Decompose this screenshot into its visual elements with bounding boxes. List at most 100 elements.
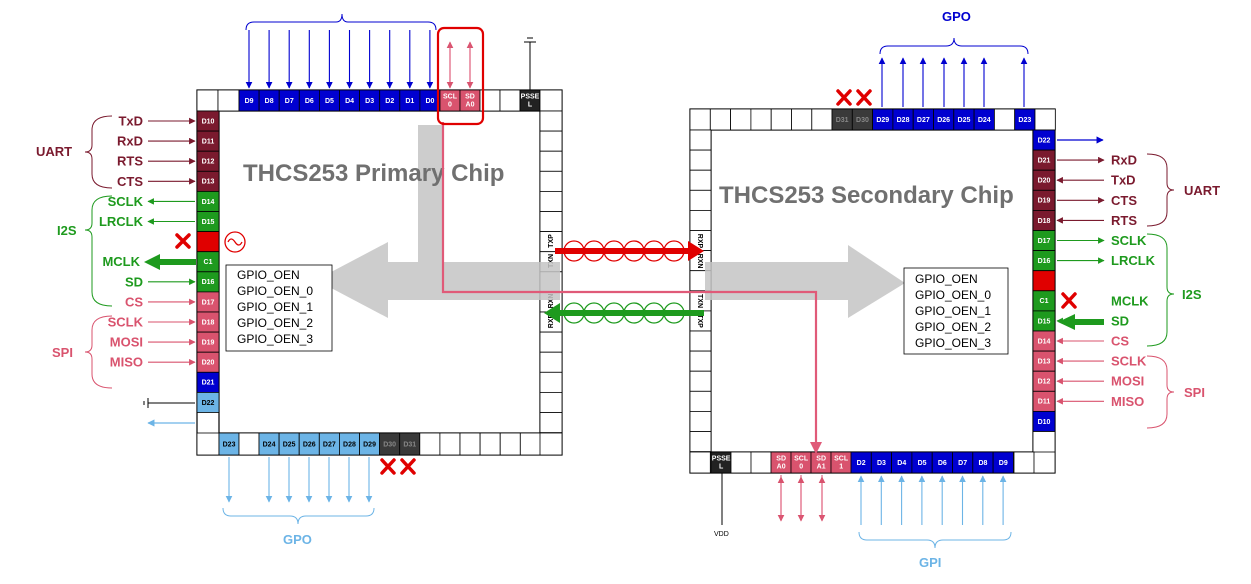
secondary-bottom-pin bbox=[750, 451, 772, 474]
pin-label: D23 bbox=[223, 441, 236, 448]
secondary-top-pin bbox=[730, 108, 752, 131]
pin-label: D4 bbox=[897, 460, 906, 467]
primary-bottom-pin bbox=[459, 432, 481, 456]
secondary-right-pin: D17 bbox=[1032, 230, 1056, 252]
secondary-gpi-label: GPI bbox=[919, 555, 941, 570]
pin-label: D10 bbox=[1038, 419, 1051, 426]
primary-bottom-pin bbox=[519, 432, 541, 456]
secondary-gpio-oen-item: GPIO_OEN bbox=[915, 272, 978, 286]
primary-right-pin bbox=[539, 351, 563, 373]
pin-label: D13 bbox=[1038, 358, 1051, 365]
pin-label: D21 bbox=[1038, 157, 1051, 164]
primary-psse-ground bbox=[524, 37, 536, 90]
pin-label: D22 bbox=[202, 400, 215, 407]
pin-label: L bbox=[528, 101, 533, 108]
pin-label: A0 bbox=[466, 101, 475, 108]
secondary-gpi-brace bbox=[858, 531, 1012, 549]
primary-gpio-oen-item: GPIO_OEN bbox=[237, 268, 300, 282]
pin-label: D7 bbox=[285, 98, 294, 105]
pin-label: D29 bbox=[363, 441, 376, 448]
pin-label: D24 bbox=[263, 441, 276, 448]
secondary-gray-arrow bbox=[705, 245, 905, 318]
secondary-bottom-pin: D4 bbox=[891, 451, 913, 474]
secondary-top-pin bbox=[770, 108, 792, 131]
i2c-highlight-box bbox=[436, 26, 485, 126]
pin-label: SCL bbox=[443, 93, 458, 100]
pin-label: D18 bbox=[202, 319, 215, 326]
primary-bottom-pin bbox=[439, 432, 461, 456]
pin-label: D14 bbox=[202, 199, 215, 206]
secondary-gpo-brace bbox=[879, 37, 1029, 55]
green-link-head bbox=[544, 303, 560, 323]
pin-label: C1 bbox=[1040, 298, 1049, 305]
secondary-right-pin bbox=[1032, 431, 1056, 454]
pin-label: D29 bbox=[876, 117, 889, 124]
secondary-left-pin bbox=[689, 350, 712, 372]
primary-signal-label: TxD bbox=[118, 114, 143, 129]
secondary-d30-d31-x-icon bbox=[836, 89, 872, 106]
primary-bottom-pin: D31 bbox=[399, 432, 421, 456]
primary-signal-label: RTS bbox=[117, 154, 143, 169]
primary-bottom-pin: D25 bbox=[278, 432, 300, 456]
pin-label: D12 bbox=[202, 159, 215, 166]
pin-label: D5 bbox=[325, 98, 334, 105]
primary-gpo-label: GPO bbox=[283, 532, 312, 547]
secondary-right-pin: D20 bbox=[1032, 169, 1056, 191]
pin-label: D11 bbox=[202, 138, 215, 145]
pin-label: D3 bbox=[365, 98, 374, 105]
primary-top-pin: D4 bbox=[339, 89, 361, 112]
pin-label: D15 bbox=[1038, 318, 1051, 325]
primary-top-pin: D6 bbox=[298, 89, 320, 112]
secondary-left-pin bbox=[689, 330, 712, 352]
pin-label: D13 bbox=[202, 179, 215, 186]
primary-top-brace bbox=[245, 13, 437, 31]
secondary-right-pin: C1 bbox=[1032, 290, 1056, 312]
secondary-vdd-label: VDD bbox=[714, 531, 729, 538]
primary-mclk-x-icon bbox=[175, 233, 191, 249]
pin-label: D19 bbox=[202, 339, 215, 346]
pin-label: D27 bbox=[323, 441, 336, 448]
primary-bottom-pin bbox=[479, 432, 501, 456]
primary-chip-title: THCS253 Primary Chip bbox=[243, 160, 504, 187]
primary-left-pin: D12 bbox=[196, 150, 220, 172]
pin-label: D26 bbox=[303, 441, 316, 448]
gray-data-arrows bbox=[316, 125, 905, 318]
primary-signal-label: MOSI bbox=[110, 335, 143, 350]
secondary-top-pin: D24 bbox=[973, 108, 995, 131]
pin-label: D16 bbox=[202, 279, 215, 286]
pin-label: L bbox=[719, 463, 724, 470]
primary-left-pin: D11 bbox=[196, 130, 220, 152]
pin-label: SD bbox=[816, 455, 826, 462]
secondary-top-pin bbox=[750, 108, 772, 131]
secondary-top-pin bbox=[1034, 108, 1056, 131]
secondary-bottom-pin bbox=[1033, 451, 1056, 474]
secondary-bottom-pin: D5 bbox=[911, 451, 933, 474]
pin-label: D0 bbox=[425, 98, 434, 105]
secondary-top-pin: D27 bbox=[912, 108, 934, 131]
pin-label: D25 bbox=[283, 441, 296, 448]
pin-label: D30 bbox=[383, 441, 396, 448]
secondary-left-pin bbox=[689, 410, 712, 432]
primary-top-pin bbox=[499, 89, 521, 112]
primary-left-pin: C1 bbox=[196, 251, 220, 273]
pin-label: C1 bbox=[204, 259, 213, 266]
primary-top-pin: D9 bbox=[238, 89, 260, 112]
pin-label: D9 bbox=[245, 98, 254, 105]
secondary-uart-label: UART bbox=[1184, 183, 1220, 198]
pin-label: D24 bbox=[978, 117, 991, 124]
secondary-top-pin: D23 bbox=[1014, 108, 1036, 131]
secondary-bottom-pin: D2 bbox=[850, 451, 872, 474]
secondary-top-pin: D31 bbox=[831, 108, 853, 131]
primary-spi-brace bbox=[84, 315, 113, 389]
primary-top-pin: D1 bbox=[399, 89, 421, 112]
green-link-coil bbox=[663, 302, 685, 324]
primary-right-pin bbox=[539, 331, 563, 353]
secondary-right-pin bbox=[1032, 270, 1056, 292]
pin-label: D6 bbox=[305, 98, 314, 105]
primary-gray-arrow bbox=[316, 125, 560, 318]
